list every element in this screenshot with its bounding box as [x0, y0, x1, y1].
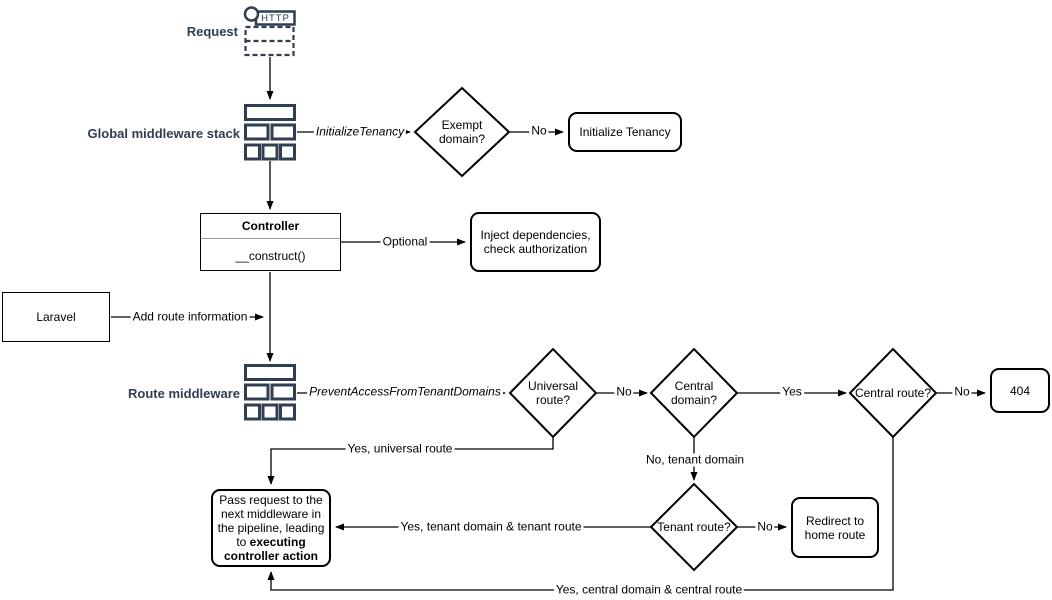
controller-title: Controller [201, 214, 340, 239]
initialize-tenancy-node: Initialize Tenancy [568, 112, 682, 152]
edge-label-prevent-access: PreventAccessFromTenantDomains [307, 384, 503, 399]
edge-label-optional: Optional [380, 234, 430, 249]
edge-label-add-route-information: Add route information [130, 309, 250, 324]
global-middleware-stack-icon [244, 104, 296, 161]
edge-label-central-domain-yes: Yes [780, 384, 804, 399]
pass-request-node: Pass request to the next middleware in t… [211, 489, 331, 567]
route-middleware-label: Route middleware [128, 386, 240, 401]
route-middleware-stack-icon [244, 364, 296, 421]
central-route-diamond [848, 347, 938, 439]
error-404-node: 404 [990, 368, 1050, 413]
exempt-domain-diamond [413, 86, 511, 178]
edge-label-initialize-tenancy: InitializeTenancy [313, 124, 407, 139]
decision-diamonds [413, 86, 938, 572]
edge-label-yes-tenant-domain-route: Yes, tenant domain & tenant route [398, 519, 584, 534]
laravel-node: Laravel [2, 292, 110, 342]
edge-label-no-tenant-domain: No, tenant domain [643, 452, 747, 467]
http-badge-text: HTTP [261, 13, 290, 24]
inject-dependencies-node: Inject dependencies, check authorization [470, 212, 601, 272]
http-request-icon: HTTP [243, 6, 296, 57]
edge-label-exempt-no: No [529, 123, 549, 138]
controller-constructor: __construct() [235, 248, 306, 263]
universal-route-diamond [508, 347, 598, 439]
controller-node: Controller __construct() [200, 213, 341, 271]
global-middleware-stack-label: Global middleware stack [87, 126, 240, 141]
edge-label-yes-universal-route: Yes, universal route [345, 441, 455, 456]
tenant-route-diamond [649, 482, 739, 572]
edge-label-tenant-route-no: No [755, 519, 775, 534]
pass-request-text: Pass request to the next middleware in t… [217, 493, 325, 563]
redirect-home-node: Redirect to home route [791, 497, 879, 558]
edge-label-yes-central-domain-route: Yes, central domain & central route [553, 582, 745, 597]
edge-label-universal-no: No [614, 384, 634, 399]
request-label: Request [186, 24, 238, 39]
central-domain-diamond [649, 347, 739, 439]
edge-label-central-route-no: No [952, 384, 972, 399]
